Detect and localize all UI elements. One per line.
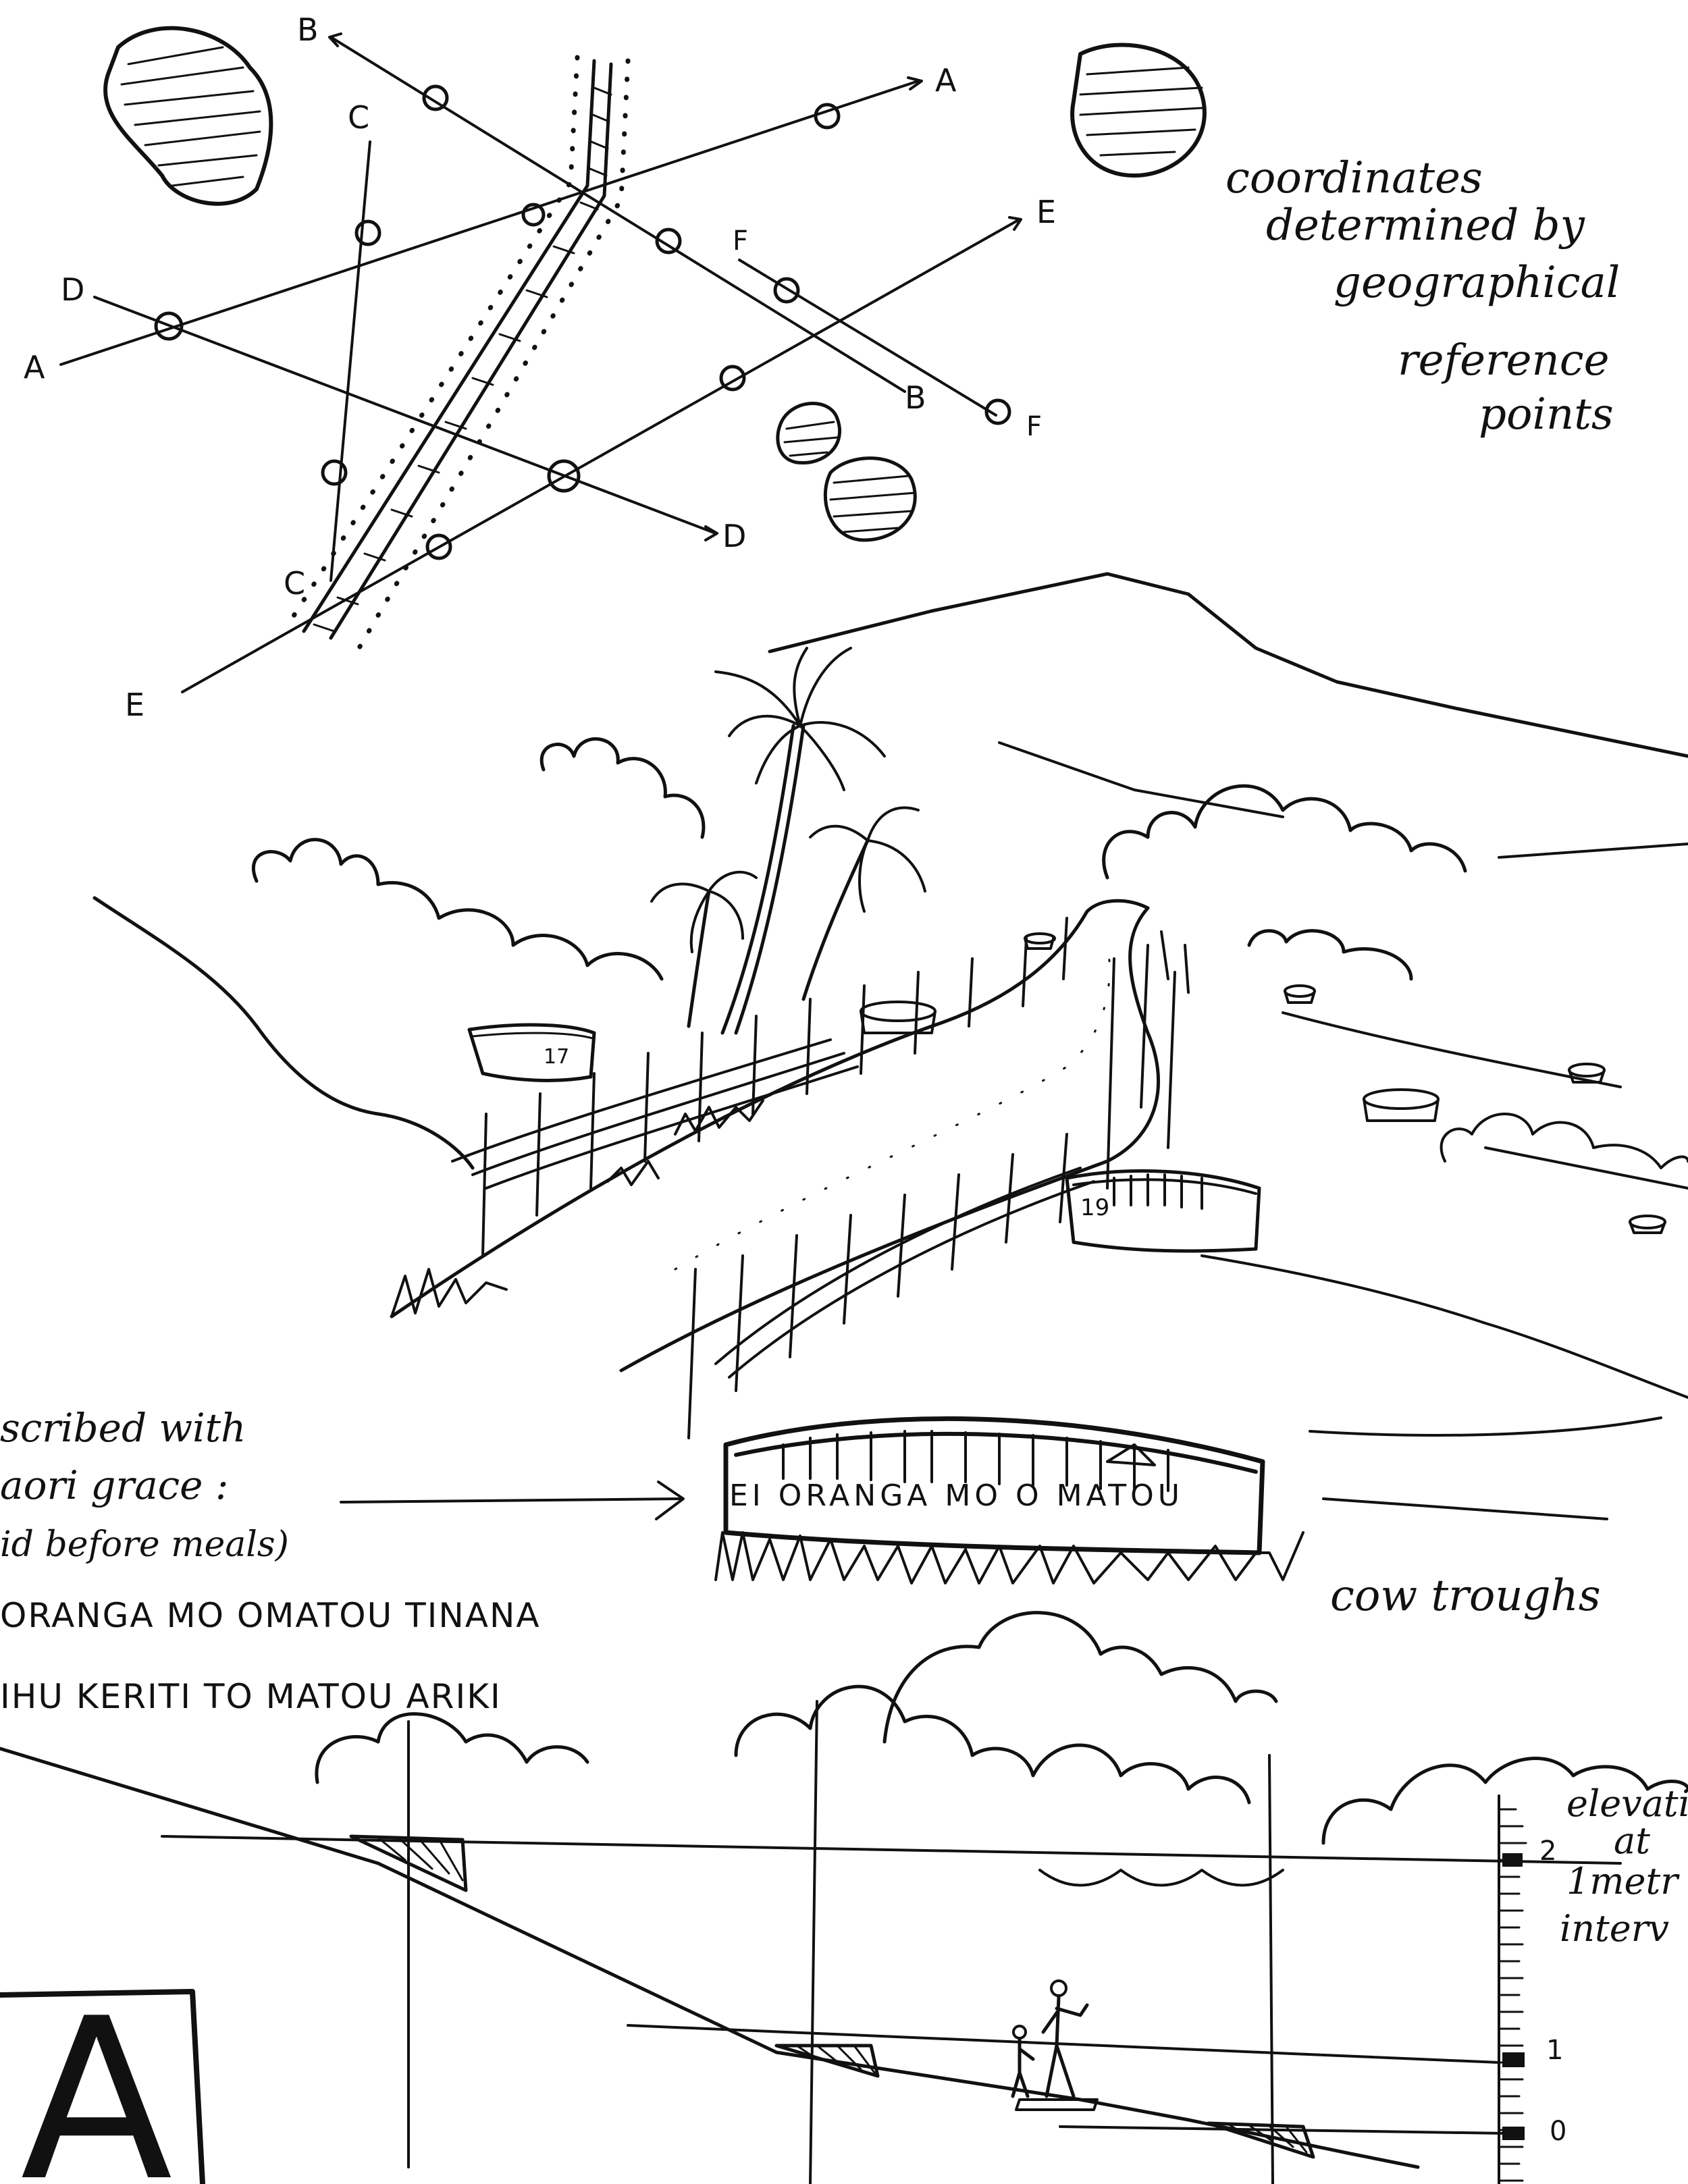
grace-line-2: IHU KERITI TO MATOU ARIKI (0, 1677, 502, 1716)
meadow-lines (1201, 1011, 1688, 1520)
river (288, 55, 631, 664)
elevation-note-line-3: 1metr (1566, 1860, 1680, 1902)
label-C-end: C (284, 565, 305, 602)
cloud-underside (1038, 1869, 1284, 1887)
palm-tree-tall (714, 647, 886, 1035)
elevation-section: 2 1 0 elevati at 1metr interv (0, 1611, 1688, 2184)
label-E-end: E (1036, 194, 1056, 230)
section-clouds (315, 1684, 1688, 1845)
note-line-3: geographical (1334, 258, 1620, 308)
plane-0m (1059, 2125, 1507, 2135)
grid-verticals (407, 1700, 1274, 2184)
callout-arrow (340, 1481, 685, 1520)
scale-label-1: 1 (1546, 2035, 1563, 2066)
road (390, 899, 1160, 1373)
trough-foreground: EI ORANGA MO O MATOU (723, 1416, 1265, 1555)
treeline-center (539, 737, 706, 839)
trough-19-number: 19 (1080, 1194, 1109, 1221)
mountain-slope (998, 741, 1688, 859)
plane-2m (161, 1835, 1622, 1865)
label-B-start: B (297, 11, 319, 48)
hatched-blob-top-right (1070, 43, 1207, 178)
grass-left (390, 1099, 764, 1318)
note-line-4: reference (1398, 336, 1609, 385)
treeline-right (1102, 784, 1467, 880)
note-line-5: points (1479, 390, 1614, 440)
trough-17-number: 17 (544, 1045, 569, 1069)
cow-troughs-caption: cow troughs (1330, 1571, 1601, 1621)
fence-left (451, 917, 1068, 1257)
line-C (329, 140, 371, 582)
label-A-end: A (935, 62, 957, 99)
elevation-note-line-4: interv (1560, 1907, 1669, 1950)
reference-map: B A C E F D A B F D C E coordinates dete… (24, 11, 1620, 723)
grace-line-1: ORANGA MO OMATOU TINANA (0, 1596, 541, 1635)
label-D-end: D (722, 518, 746, 554)
treeline-left (251, 838, 664, 981)
terrain-profile (0, 1747, 1420, 2169)
left-hill (93, 896, 475, 1170)
trough-19: 19 (1065, 1169, 1261, 1253)
hatched-blob-small-1 (776, 402, 842, 465)
landscape-scene: 17 19 EI ORANGA MO O MATOU scribed with (0, 572, 1688, 1716)
label-B-end: B (905, 379, 926, 416)
label-E-start: E (125, 687, 144, 723)
cut-wedge-middle (774, 2044, 880, 2078)
cut-wedge-lower (1207, 2121, 1315, 2159)
corner-letter-box: A (0, 1971, 205, 2184)
label-C-start: C (348, 99, 369, 136)
trough-17: 17 (467, 1023, 596, 1082)
scale-label-0: 0 (1550, 2116, 1566, 2147)
elevation-scale-rod: 2 1 0 (1498, 1794, 1566, 2184)
line-B (328, 32, 906, 393)
palm-tree-mid (801, 806, 926, 1001)
elevation-note-line-1: elevati (1566, 1782, 1688, 1825)
palm-tree-small (650, 870, 758, 1028)
line-E (181, 216, 1022, 693)
label-F-start: F (733, 225, 748, 257)
scale-label-2: 2 (1539, 1836, 1556, 1867)
line-labels: B A C E F D A B F D C E (24, 11, 1056, 723)
meadow-cloud (1440, 1113, 1688, 1169)
note-line-1: coordinates (1225, 153, 1483, 203)
reference-points (154, 84, 1011, 560)
coordinates-note: coordinates determined by geographical r… (1225, 153, 1620, 440)
treeline-far-right (1247, 929, 1413, 981)
distant-troughs (860, 932, 1666, 1234)
callout-line-2: aori grace : (0, 1462, 228, 1508)
label-A-start: A (24, 349, 45, 385)
line-D (93, 296, 718, 541)
note-line-2: determined by (1266, 201, 1585, 250)
corner-letter: A (20, 1971, 174, 2184)
grass-foreground (714, 1531, 1304, 1584)
plane-1m (627, 2024, 1500, 2064)
surveyor-figures (1011, 1979, 1099, 2111)
line-A (59, 76, 923, 366)
callout-line-3: id before meals) (0, 1524, 289, 1565)
trough-inscription: EI ORANGA MO O MATOU (729, 1479, 1184, 1513)
cut-wedge-upper (349, 1834, 468, 1892)
mountain-ridge (768, 572, 1688, 758)
line-F (738, 259, 997, 417)
hatched-blob-top-left (103, 26, 273, 206)
hatched-blob-small-2 (823, 456, 917, 542)
elevation-note: elevati at 1metr interv (1560, 1782, 1688, 1950)
label-F-end: F (1026, 411, 1042, 442)
callout-line-1: scribed with (0, 1405, 246, 1451)
label-D-start: D (61, 271, 84, 308)
fence-right (687, 930, 1190, 1439)
elevation-note-line-2: at (1614, 1819, 1650, 1862)
grace-callout: scribed with aori grace : id before meal… (0, 1405, 541, 1716)
